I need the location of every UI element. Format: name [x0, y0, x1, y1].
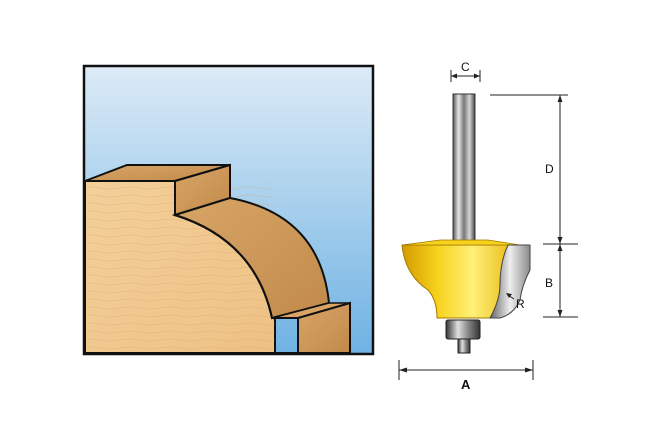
router-bit [401, 93, 531, 354]
wood-profile-panel [82, 64, 375, 356]
label-c: C [461, 60, 470, 74]
dimension-lines [398, 70, 578, 380]
bearing [445, 319, 481, 340]
label-b: B [545, 276, 553, 290]
label-a: A [461, 377, 471, 392]
label-r: R [516, 297, 525, 311]
bearing-screw [457, 338, 471, 354]
panel-frame [82, 64, 375, 356]
carbide-edge [489, 244, 531, 319]
shank [452, 93, 476, 243]
label-d: D [545, 162, 554, 176]
cutter-rim [401, 239, 521, 246]
